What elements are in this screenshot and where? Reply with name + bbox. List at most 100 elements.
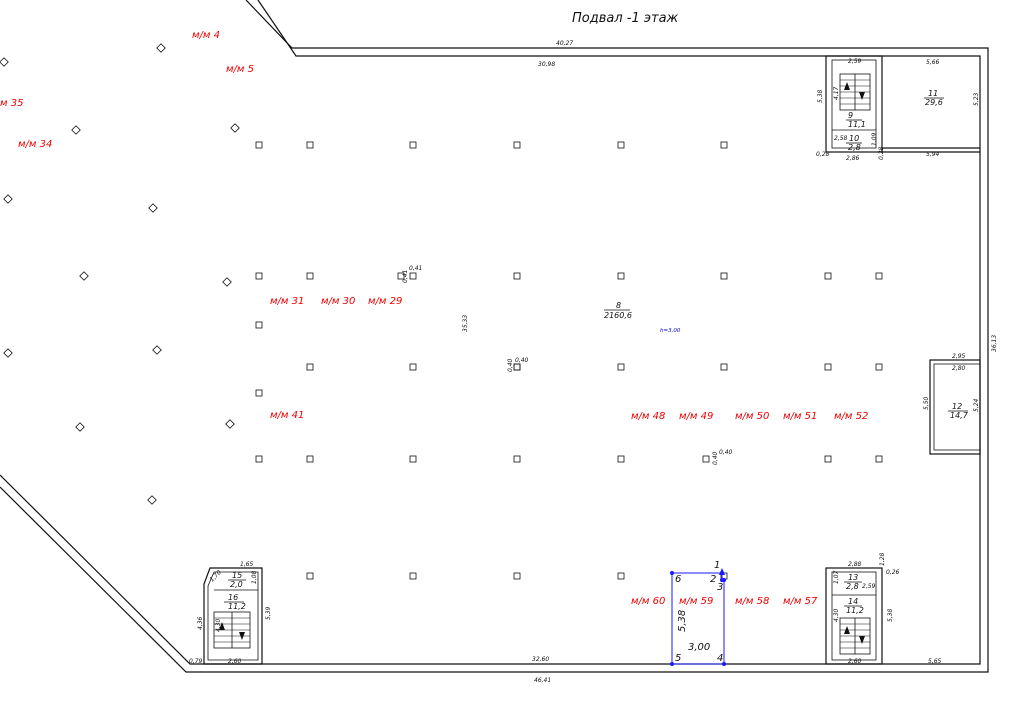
diamond-columns bbox=[0, 43, 240, 505]
plan-title: Подвал -1 этаж bbox=[572, 11, 679, 26]
room-10-label: 10 2,8 bbox=[846, 134, 862, 152]
col-size-low: 0,40 bbox=[719, 449, 733, 456]
dim-stair-br-c: 2,59 bbox=[862, 583, 876, 590]
svg-text:2160,6: 2160,6 bbox=[604, 311, 632, 320]
dim-stair-br-e: 4,30 bbox=[833, 608, 840, 622]
room-16-label: 16 11,2 bbox=[224, 593, 246, 611]
dim-stair-tr-e: 0,28 bbox=[816, 151, 830, 158]
dim-stair-tr-width: 2,59 bbox=[848, 58, 862, 65]
parking-space-31: м/м 31 bbox=[270, 296, 304, 307]
dim-top-inner: 30,98 bbox=[538, 61, 555, 68]
dim-top-outer: 40,27 bbox=[556, 40, 573, 47]
svg-text:13: 13 bbox=[848, 573, 858, 582]
vertex-3: 3 bbox=[717, 582, 723, 593]
selected-parking-space[interactable] bbox=[670, 568, 726, 666]
svg-text:14: 14 bbox=[848, 597, 858, 606]
parking-space-52: м/м 52 bbox=[834, 411, 868, 422]
dim-vertical-mid: 35,33 bbox=[462, 315, 469, 332]
vertex-5: 5 bbox=[675, 653, 681, 664]
selected-space-height: 5,38 bbox=[677, 610, 688, 632]
room-12-label: 12 14,7 bbox=[948, 402, 969, 420]
dim-room11-bottom: 5,94 bbox=[926, 151, 940, 158]
col-size-mid: 0,40 bbox=[515, 357, 529, 364]
parking-space-49: м/м 49 bbox=[679, 411, 713, 422]
svg-text:11,2: 11,2 bbox=[228, 602, 246, 611]
parking-space-29: м/м 29 bbox=[368, 296, 402, 307]
room-9-label: 9 11,1 bbox=[846, 111, 866, 129]
room-12 bbox=[929, 359, 981, 455]
parking-space-30: м/м 30 bbox=[321, 296, 355, 307]
svg-text:10: 10 bbox=[849, 134, 859, 143]
svg-text:15: 15 bbox=[232, 571, 242, 580]
parking-space-51: м/м 51 bbox=[783, 411, 817, 422]
parking-space-48: м/м 48 bbox=[631, 411, 665, 422]
dim-stair-br-h: 5,65 bbox=[928, 658, 942, 665]
dim-room12-width: 2,95 bbox=[952, 353, 966, 360]
col-size-low-left: 0,40 bbox=[712, 451, 719, 465]
svg-text:14,7: 14,7 bbox=[950, 411, 969, 420]
room-15-label: 15 2,0 bbox=[228, 571, 246, 589]
svg-text:11: 11 bbox=[928, 89, 938, 98]
dim-room11-height: 5,23 bbox=[973, 92, 980, 106]
parking-space-35: м 35 bbox=[0, 98, 23, 109]
dim-stair-bl-e: 5,39 bbox=[265, 606, 272, 620]
ceiling-height-label: h=3,00 bbox=[660, 328, 681, 334]
svg-text:2,8: 2,8 bbox=[848, 143, 861, 152]
svg-text:12: 12 bbox=[952, 402, 962, 411]
stair-core-bottom-left bbox=[203, 567, 263, 665]
dim-stair-tr-c: 1,09 bbox=[871, 132, 878, 146]
dim-stair-bl-g: 2,60 bbox=[228, 658, 242, 665]
parking-space-34: м/м 34 bbox=[18, 139, 52, 150]
dim-room11-width: 5,66 bbox=[926, 59, 940, 66]
dim-stair-tr-d: 2,86 bbox=[846, 155, 860, 162]
dim-stair-tr-f: 0,28 bbox=[878, 146, 885, 160]
parking-space-41: м/м 41 bbox=[270, 410, 304, 421]
room-13-label: 13 2,8 bbox=[844, 573, 862, 591]
parking-space-59: м/м 59 bbox=[679, 596, 713, 607]
dim-stair-bl-f: 0,79 bbox=[189, 658, 203, 665]
dim-room12-width2: 2,80 bbox=[952, 365, 966, 372]
svg-text:2,0: 2,0 bbox=[230, 580, 243, 589]
dim-bottom-inner: 32,60 bbox=[532, 656, 549, 663]
dim-stair-br-d: 1,07 bbox=[833, 570, 840, 584]
svg-text:11,2: 11,2 bbox=[846, 606, 864, 615]
dim-stair-br-a: 1,28 bbox=[879, 552, 886, 566]
dim-stair-bl-a: 1,65 bbox=[240, 561, 254, 568]
dim-stair-tr-a: 4,17 bbox=[833, 86, 840, 100]
dim-stair-tr-b: 2,58 bbox=[834, 135, 848, 142]
col-size-mid-left: 0,40 bbox=[507, 358, 514, 372]
parking-space-5: м/м 5 bbox=[226, 64, 254, 75]
parking-space-58: м/м 58 bbox=[735, 596, 769, 607]
vertex-6: 6 bbox=[675, 574, 681, 585]
dim-stair-bl-c: 1,08 bbox=[251, 570, 258, 584]
column-grid bbox=[255, 141, 883, 580]
room-8-label: 8 2160,6 bbox=[604, 301, 632, 320]
svg-text:9: 9 bbox=[848, 111, 853, 120]
dim-stair-tr-height: 5,38 bbox=[817, 89, 824, 103]
svg-text:11,1: 11,1 bbox=[848, 120, 866, 129]
svg-text:29,6: 29,6 bbox=[925, 98, 943, 107]
parking-space-60: м/м 60 bbox=[631, 596, 665, 607]
col-size-top: 0,41 bbox=[409, 265, 422, 272]
dim-stair-bl-h: 4,30 bbox=[215, 618, 222, 632]
vertex-1: 1 bbox=[714, 560, 720, 571]
svg-text:8: 8 bbox=[616, 301, 621, 310]
svg-text:16: 16 bbox=[228, 593, 238, 602]
col-size-top-left: 0,41 bbox=[402, 270, 409, 283]
vertex-4: 4 bbox=[717, 653, 723, 664]
dim-stair-br-width: 2,88 bbox=[848, 561, 862, 568]
dim-stair-bl-b: 1,70 bbox=[208, 569, 223, 584]
dim-room12-height: 5,50 bbox=[923, 396, 930, 410]
room-14-label: 14 11,2 bbox=[844, 597, 864, 615]
dim-bottom-outer: 46,41 bbox=[534, 677, 551, 684]
dim-room12-height2: 5,24 bbox=[973, 398, 980, 412]
parking-space-57: м/м 57 bbox=[783, 596, 818, 607]
parking-space-4: м/м 4 bbox=[192, 30, 220, 41]
dim-stair-br-g: 2,60 bbox=[848, 658, 862, 665]
dim-right: 36,13 bbox=[991, 335, 998, 352]
dim-stair-bl-d: 4,36 bbox=[197, 616, 204, 630]
parking-space-50: м/м 50 bbox=[735, 411, 769, 422]
stair-core-top-right bbox=[825, 55, 980, 153]
